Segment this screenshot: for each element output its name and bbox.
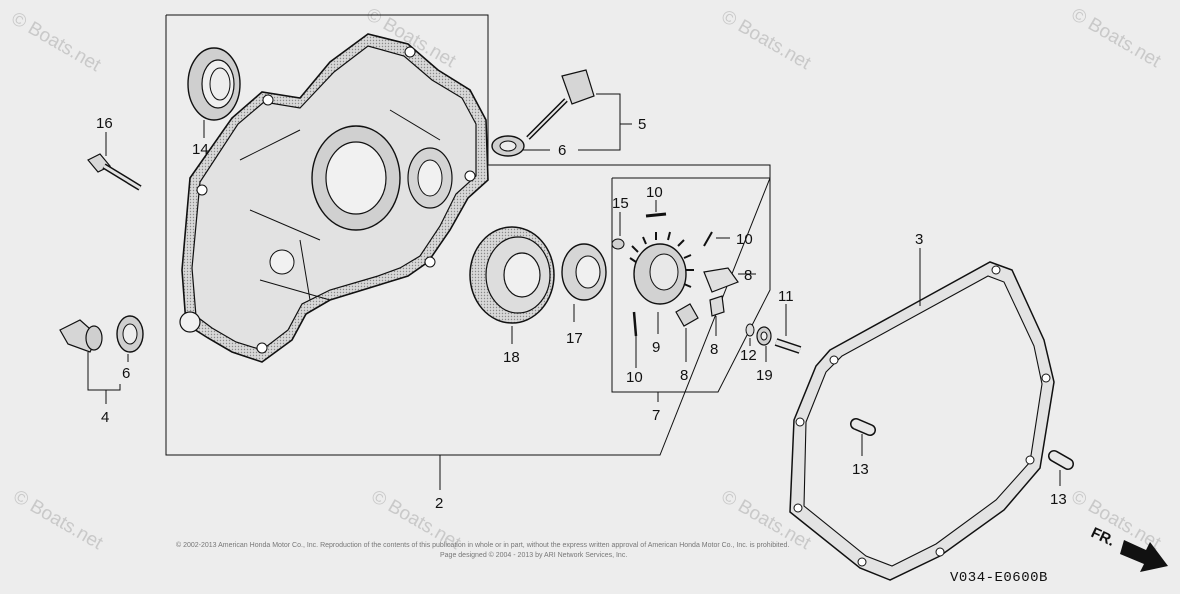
callout-6b: 6 — [122, 365, 130, 382]
callout-8b: 8 — [710, 341, 718, 358]
bolt-11 — [774, 338, 802, 354]
oil-seal-14 — [187, 47, 241, 121]
washer-19 — [756, 326, 772, 346]
callout-3: 3 — [915, 231, 923, 248]
callout-10a: 10 — [646, 184, 663, 201]
callout-10c: 10 — [626, 369, 643, 386]
leader-lines — [87, 93, 1061, 490]
gasket-3 — [789, 261, 1055, 581]
o-ring-6 — [491, 135, 525, 157]
callout-13a: 13 — [852, 461, 869, 478]
callout-13b: 13 — [1050, 491, 1067, 508]
callout-12: 12 — [740, 347, 757, 364]
copyright-line-2: Page designed © 2004 - 2013 by ARI Netwo… — [440, 551, 627, 559]
drain-plug-4 — [59, 319, 103, 353]
copyright-line-1: © 2002-2013 American Honda Motor Co., In… — [176, 541, 789, 549]
washer-12 — [745, 323, 755, 337]
callout-4: 4 — [101, 409, 109, 426]
callout-9: 9 — [652, 339, 660, 356]
callout-17: 17 — [566, 330, 583, 347]
callout-6a: 6 — [558, 142, 566, 159]
callout-18: 18 — [503, 349, 520, 366]
group-frame-7 — [611, 177, 771, 393]
watermark-text: © Boats.net — [10, 486, 107, 554]
callout-7: 7 — [652, 407, 660, 424]
dowel-pin-13a — [850, 418, 876, 436]
front-arrow-icon — [1120, 540, 1168, 572]
callout-2: 2 — [435, 495, 443, 512]
callout-10b: 10 — [736, 231, 753, 248]
washer-6b — [116, 315, 144, 353]
watermark-text: © Boats.net — [718, 6, 815, 74]
callout-11: 11 — [778, 288, 794, 305]
callout-8c: 8 — [680, 367, 688, 384]
callout-19: 19 — [756, 367, 773, 384]
crankcase-cover — [179, 33, 489, 363]
callout-5: 5 — [638, 116, 646, 133]
callout-15: 15 — [612, 195, 629, 212]
diagram-code: V034-E0600B — [950, 570, 1048, 586]
group-frame-2 — [165, 14, 771, 456]
watermark-text: © Boats.net — [8, 8, 105, 76]
watermark-text: © Boats.net — [1068, 4, 1165, 72]
oil-filler-cap-5 — [526, 69, 595, 140]
copyright-notice: © 2002-2013 American Honda Motor Co., In… — [176, 541, 789, 559]
callout-8a: 8 — [744, 267, 752, 284]
dowel-pin-13b — [1048, 450, 1074, 470]
flange-bolt-16 — [87, 153, 142, 191]
callout-14: 14 — [192, 141, 209, 158]
oil-pump-assembly — [611, 212, 739, 337]
ball-bearing-18 — [469, 226, 555, 324]
callout-16: 16 — [96, 115, 113, 132]
callouts: 16 14 5 6 10 15 10 8 3 11 17 18 9 8 12 8… — [96, 115, 1067, 512]
ball-bearing-17 — [561, 243, 607, 301]
